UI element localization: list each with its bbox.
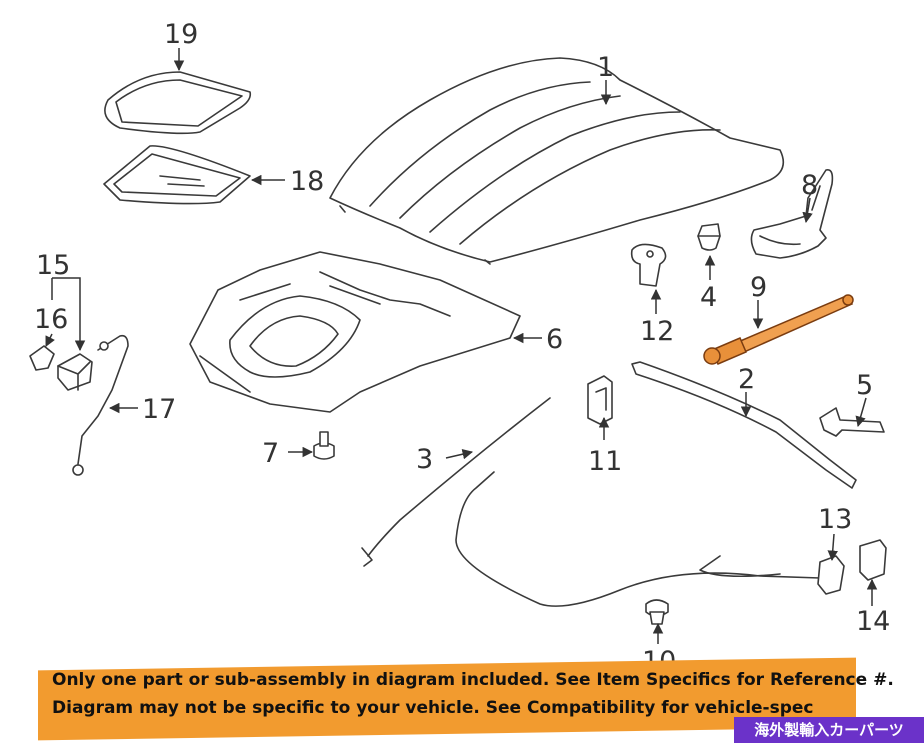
part-14-plate	[859, 539, 887, 581]
callout-17: 17	[142, 394, 176, 425]
part-19-seal	[104, 71, 252, 135]
callout-2: 2	[738, 364, 755, 395]
part-13-handle	[817, 555, 845, 595]
callout-8: 8	[801, 170, 818, 201]
part-11-latch	[587, 375, 613, 425]
callout-13: 13	[818, 504, 852, 535]
callout-9: 9	[750, 272, 767, 303]
callout-6: 6	[546, 324, 563, 355]
callout-4: 4	[700, 282, 717, 313]
seller-watermark: 海外製輸入カーパーツ	[734, 717, 924, 743]
part-3-seal	[361, 397, 551, 567]
callout-15: 15	[36, 250, 70, 281]
part-15-switch	[57, 353, 93, 391]
callout-11: 11	[588, 446, 622, 477]
notice-line-1: Only one part or sub-assembly in diagram…	[52, 670, 894, 690]
callout-7: 7	[262, 438, 279, 469]
part-12-bracket	[630, 243, 667, 287]
part-18-glass	[103, 145, 251, 205]
notice-line-2: Diagram may not be specific to your vehi…	[52, 698, 814, 718]
part-5-bracket	[819, 407, 885, 437]
callout-3: 3	[416, 444, 433, 475]
part-16-switch	[29, 345, 55, 371]
part-7-pin	[313, 431, 335, 460]
part-9-gas-strut	[703, 294, 854, 365]
callout-14: 14	[856, 606, 890, 637]
release-cable	[455, 471, 821, 607]
callout-19: 19	[164, 19, 198, 50]
part-10-bolt	[645, 599, 669, 625]
callout-5: 5	[856, 370, 873, 401]
callout-1: 1	[597, 52, 614, 83]
callout-12: 12	[640, 316, 674, 347]
part-8-hinge	[750, 168, 834, 259]
callout-16: 16	[34, 304, 68, 335]
part-17-harness	[72, 334, 129, 476]
callout-18: 18	[290, 166, 324, 197]
part-4-bumper	[697, 223, 721, 251]
part-2-weatherstrip	[631, 361, 857, 489]
part-1-hood	[329, 57, 785, 265]
part-6-insulator	[189, 251, 521, 413]
leader-lines	[45, 48, 878, 644]
